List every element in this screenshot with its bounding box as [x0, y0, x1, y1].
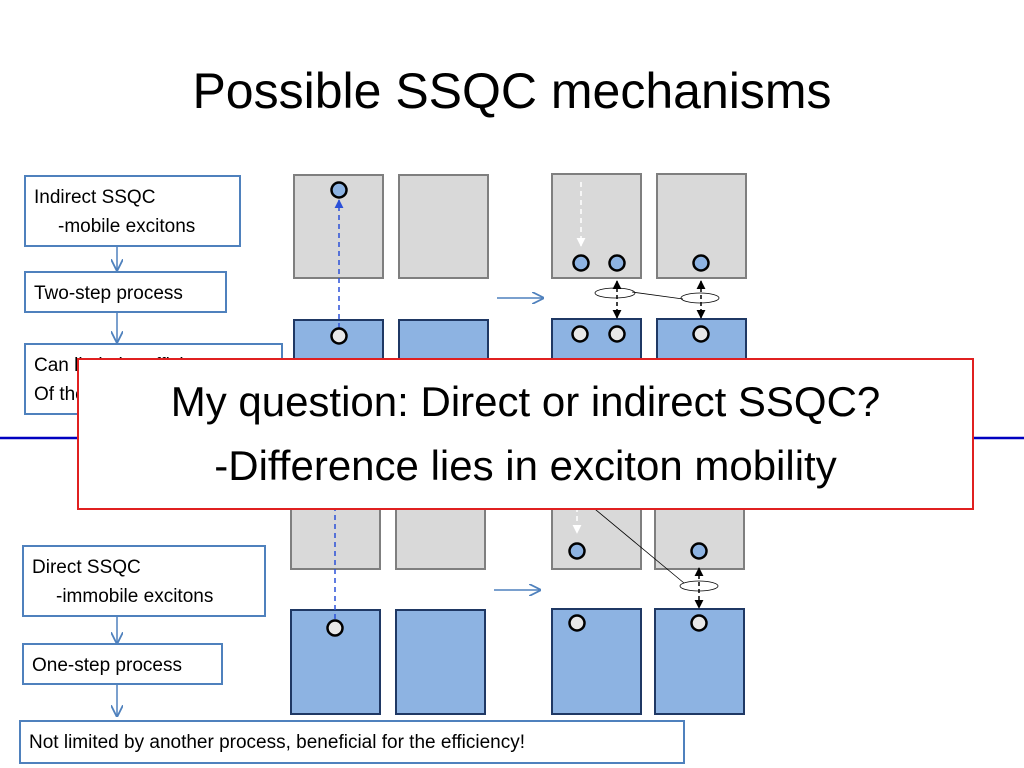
two-step-box: Two-step process	[24, 271, 227, 313]
indirect-heading: Indirect SSQC	[34, 187, 156, 208]
hole	[690, 614, 708, 632]
excited-electron	[330, 181, 348, 199]
direct-heading: Direct SSQC	[32, 557, 141, 578]
question-callout: My question: Direct or indirect SSQC? -D…	[77, 358, 974, 510]
excited-electron	[568, 542, 586, 560]
one-step-label: One-step process	[32, 655, 182, 676]
hole	[330, 327, 348, 345]
excited-electron	[692, 254, 710, 272]
coupling-ellipse	[680, 292, 720, 304]
hole	[568, 614, 586, 632]
coupling-line	[631, 291, 684, 300]
page-title: Possible SSQC mechanisms	[192, 63, 832, 119]
direct-ssqc-box: Direct SSQC -immobile excitons	[22, 545, 266, 617]
one-step-box: One-step process	[22, 643, 223, 685]
indirect-sub: -mobile excitons	[58, 216, 196, 238]
conclusion-label: Not limited by another process, benefici…	[29, 732, 526, 753]
hole	[692, 325, 710, 343]
conclusion-box: Not limited by another process, benefici…	[19, 720, 685, 764]
lower-level-block	[551, 608, 642, 715]
coupling-ellipse	[594, 287, 636, 299]
hole	[608, 325, 626, 343]
lower-level-block	[395, 609, 486, 715]
hole	[326, 619, 344, 637]
upper-level-block	[398, 174, 489, 279]
excited-electron	[572, 254, 590, 272]
hole	[571, 325, 589, 343]
direct-sub: -immobile excitons	[56, 586, 214, 608]
coupling-line	[589, 504, 685, 584]
callout-question: My question: Direct or indirect SSQC?	[170, 378, 881, 425]
two-step-label: Two-step process	[34, 283, 183, 304]
upper-level-block	[551, 173, 642, 279]
indirect-ssqc-box: Indirect SSQC -mobile excitons	[24, 175, 241, 247]
excited-electron	[690, 542, 708, 560]
excited-electron	[608, 254, 626, 272]
callout-explanation: -Difference lies in exciton mobility	[214, 442, 837, 489]
lower-level-block	[654, 608, 745, 715]
